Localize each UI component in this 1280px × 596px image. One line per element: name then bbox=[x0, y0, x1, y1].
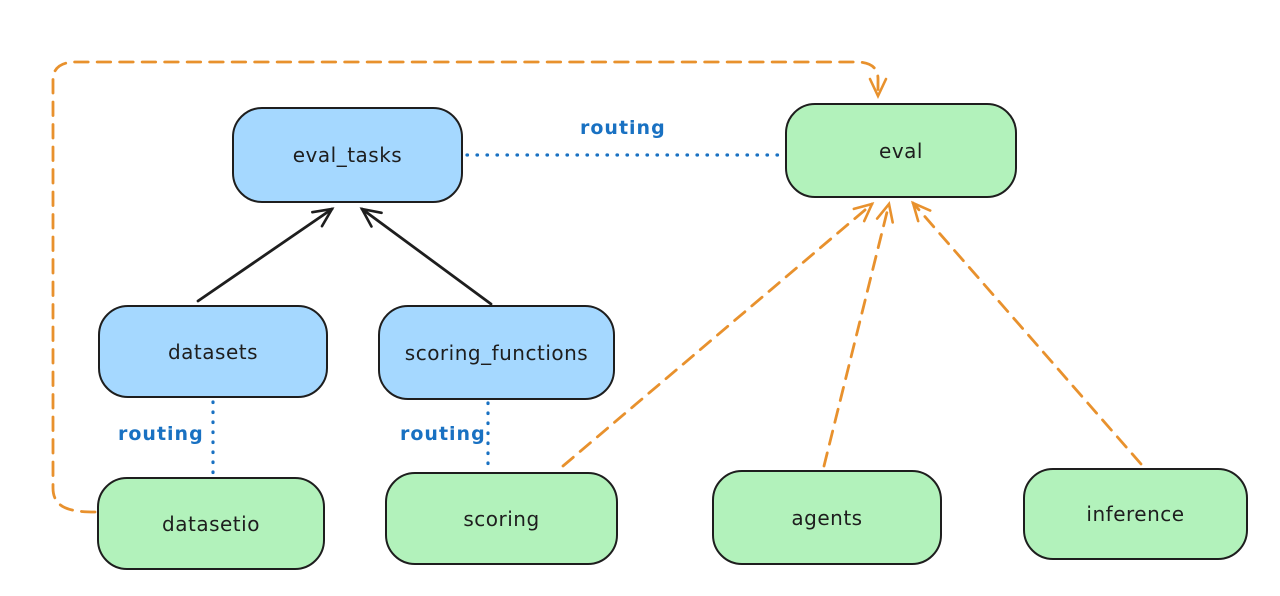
arrow-datasets-to-eval-tasks bbox=[196, 207, 335, 303]
node-scoring-functions: scoring_functions bbox=[378, 305, 615, 400]
arrow-datasetio-to-eval-loop bbox=[51, 60, 888, 514]
node-scoring: scoring bbox=[385, 472, 618, 565]
arrow-scoring-functions-to-eval-tasks bbox=[359, 207, 493, 306]
routing-label-eval-tasks-eval: routing bbox=[580, 117, 666, 139]
arrow-scoring-to-eval bbox=[561, 202, 875, 468]
node-eval-tasks: eval_tasks bbox=[232, 107, 463, 203]
node-agents: agents bbox=[712, 470, 942, 565]
routing-label-datasets-datasetio: routing bbox=[118, 423, 204, 445]
arrow-inference-to-eval bbox=[910, 200, 1143, 466]
routing-label-scoring-functions-scoring: routing bbox=[400, 423, 486, 445]
arrow-agents-to-eval bbox=[822, 201, 894, 468]
node-datasetio: datasetio bbox=[97, 477, 325, 570]
node-datasets: datasets bbox=[98, 305, 328, 398]
node-inference: inference bbox=[1023, 468, 1248, 560]
node-eval: eval bbox=[785, 103, 1017, 198]
